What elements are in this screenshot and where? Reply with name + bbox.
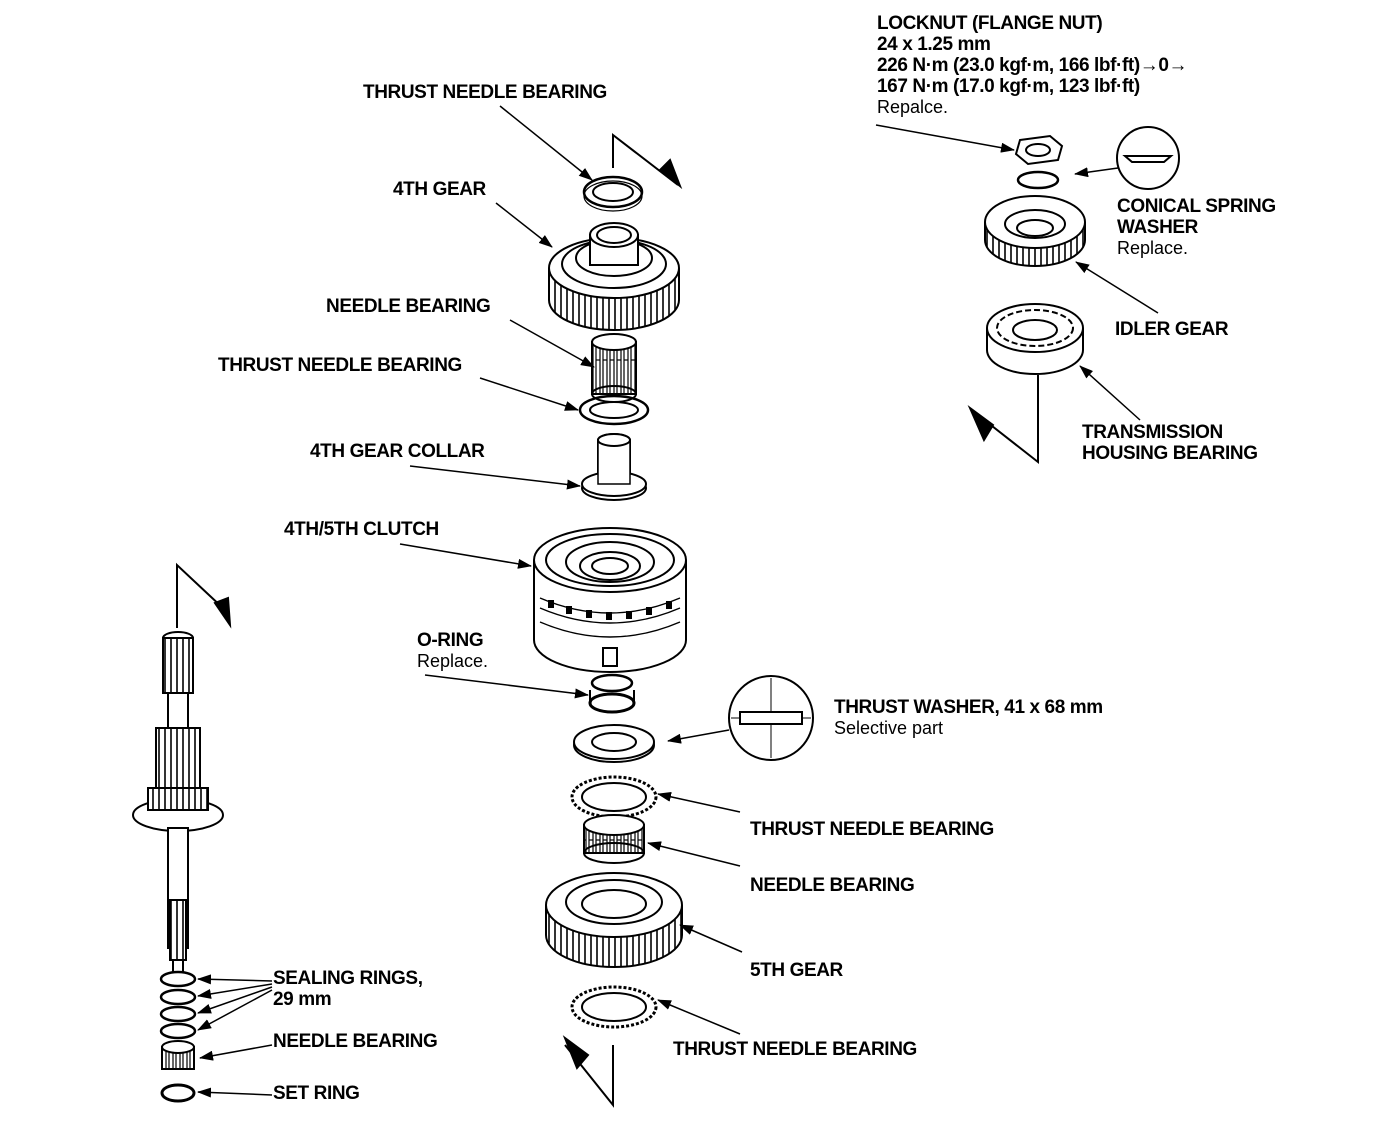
label-housing-bearing: TRANSMISSION HOUSING BEARING xyxy=(1082,422,1258,464)
idler-axis-arrow xyxy=(967,375,1039,465)
thrust-washer-detail-inset xyxy=(728,675,814,761)
idler-gear-part xyxy=(984,195,1086,267)
label-sealing-rings: SEALING RINGS, 29 mm xyxy=(273,968,423,1010)
label-text-2: HOUSING BEARING xyxy=(1082,443,1258,464)
thrust-needle-bearing-top-part xyxy=(582,175,644,212)
label-thrust-washer: THRUST WASHER, 41 x 68 mm Selective part xyxy=(834,697,1103,739)
label-text: 5TH GEAR xyxy=(750,960,843,981)
label-text: THRUST NEEDLE BEARING xyxy=(218,355,462,376)
label-5th-gear: 5TH GEAR xyxy=(750,960,843,981)
fourth-gear-part xyxy=(548,222,680,331)
label-4th-5th-clutch: 4TH/5TH CLUTCH xyxy=(284,519,439,540)
label-needle-bearing-shaft: NEEDLE BEARING xyxy=(273,1031,438,1052)
label-text: THRUST NEEDLE BEARING xyxy=(750,819,994,840)
label-text: 4TH GEAR COLLAR xyxy=(310,441,485,462)
label-note: Selective part xyxy=(834,718,944,738)
label-4th-gear-collar: 4TH GEAR COLLAR xyxy=(310,441,485,462)
label-text: 4TH/5TH CLUTCH xyxy=(284,519,439,540)
label-needle-bearing-top: NEEDLE BEARING xyxy=(326,296,491,317)
label-text: NEEDLE BEARING xyxy=(273,1031,438,1052)
label-note: Replace. xyxy=(1117,238,1189,258)
clutch-part xyxy=(533,527,687,673)
label-text: THRUST NEEDLE BEARING xyxy=(363,82,607,103)
shaft-needle-bearing-part xyxy=(161,1040,195,1070)
sealing-rings-part xyxy=(159,970,197,1040)
label-text: IDLER GEAR xyxy=(1115,319,1229,340)
label-text: THRUST NEEDLE BEARING xyxy=(673,1039,917,1060)
label-conical-spring-washer: CONICAL SPRING WASHER Replace. xyxy=(1117,196,1276,259)
leader-lines xyxy=(197,105,1159,1098)
label-thrust-needle-bearing-lower: THRUST NEEDLE BEARING xyxy=(750,819,994,840)
label-text: CONICAL SPRING xyxy=(1117,196,1276,217)
label-text: THRUST WASHER, 41 x 68 mm xyxy=(834,697,1103,718)
label-4th-gear: 4TH GEAR xyxy=(393,179,486,200)
label-locknut: LOCKNUT (FLANGE NUT) 24 x 1.25 mm 226 N·… xyxy=(877,13,1188,118)
label-set-ring: SET RING xyxy=(273,1083,360,1104)
label-text: NEEDLE BEARING xyxy=(326,296,491,317)
axis-line-top xyxy=(612,132,683,190)
locknut-part xyxy=(1014,134,1064,166)
label-text: SET RING xyxy=(273,1083,360,1104)
label-needle-bearing-lower: NEEDLE BEARING xyxy=(750,875,915,896)
thrust-needle-bearing-upper-part xyxy=(578,394,650,426)
thrust-needle-bearing-lower-part xyxy=(570,775,658,819)
label-text-2: WASHER xyxy=(1117,217,1198,238)
needle-bearing-lower-part xyxy=(583,814,645,864)
label-text: SEALING RINGS, xyxy=(273,968,423,989)
thrust-washer-part xyxy=(573,724,655,763)
label-torque-final: 167 N·m (17.0 kgf·m, 123 lbf·ft) xyxy=(877,76,1140,97)
conical-detail-inset xyxy=(1116,126,1180,190)
o-ring-part xyxy=(588,673,636,714)
thrust-needle-bearing-bottom-part xyxy=(570,985,658,1029)
mainshaft-part xyxy=(132,631,224,973)
label-torque-initial: 226 N·m (23.0 kgf·m, 166 lbf·ft)→0→ xyxy=(877,55,1188,76)
label-text: 4TH GEAR xyxy=(393,179,486,200)
label-idler-gear: IDLER GEAR xyxy=(1115,319,1229,340)
label-thrust-needle-bearing-bottom: THRUST NEEDLE BEARING xyxy=(673,1039,917,1060)
fifth-gear-part xyxy=(545,872,683,968)
housing-bearing-part xyxy=(986,303,1084,375)
label-text: TRANSMISSION xyxy=(1082,422,1223,443)
label-thrust-needle-bearing-top: THRUST NEEDLE BEARING xyxy=(363,82,607,103)
shaft-axis-arrow xyxy=(176,562,232,629)
fourth-gear-collar-part xyxy=(581,433,647,501)
label-text: LOCKNUT (FLANGE NUT) xyxy=(877,13,1103,34)
label-size: 29 mm xyxy=(273,989,332,1010)
set-ring-part xyxy=(160,1083,196,1103)
needle-bearing-top-part xyxy=(591,333,637,403)
conical-spring-washer-part xyxy=(1016,170,1060,190)
label-size: 24 x 1.25 mm xyxy=(877,34,991,55)
label-o-ring: O-RING Replace. xyxy=(417,630,488,672)
label-note: Repalce. xyxy=(877,97,949,117)
label-text: NEEDLE BEARING xyxy=(750,875,915,896)
label-note: Replace. xyxy=(417,651,489,671)
label-thrust-needle-bearing-upper: THRUST NEEDLE BEARING xyxy=(218,355,462,376)
axis-line-bottom xyxy=(562,1035,614,1108)
label-text: O-RING xyxy=(417,630,484,651)
